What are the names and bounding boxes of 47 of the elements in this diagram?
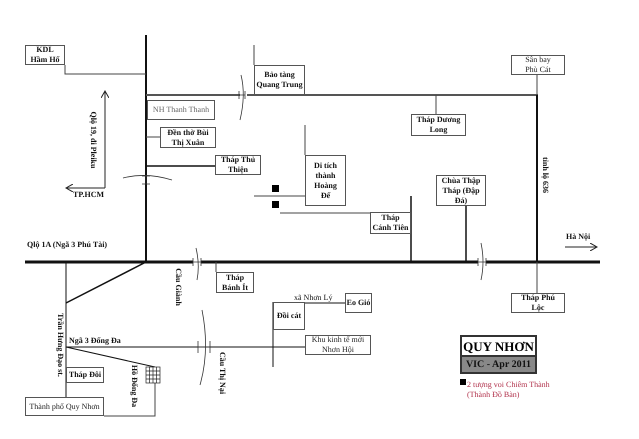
place-box: [305, 155, 346, 206]
place-box: [25, 45, 65, 65]
road-name: Qlộ 19, đi Pleiku: [88, 112, 98, 168]
place-box: [305, 335, 371, 355]
place-box: [215, 155, 261, 175]
road-name: Qlộ 1A (Ngã 3 Phú Tài): [27, 240, 108, 250]
place-name: Sân bay Phù Cát: [524, 55, 552, 75]
place-box: [25, 397, 104, 416]
bridge-name: Cầu Thị Nại: [217, 352, 227, 394]
place-box: [160, 127, 216, 148]
place-label: xã Nhơn Lý: [294, 293, 332, 303]
place-name: Eo Gió: [346, 298, 370, 308]
place-box: [411, 114, 466, 136]
place-name: Tháp Cánh Tiên: [372, 213, 408, 233]
place-box: [147, 100, 215, 120]
direction-label: Hà Nội: [566, 232, 590, 242]
place-name: Chùa Thập Tháp (Đập Đá): [440, 176, 482, 206]
place-name: NH Thanh Thanh: [152, 105, 210, 115]
place-name: Tháp Phú Lộc: [520, 293, 556, 313]
place-box: [216, 272, 254, 293]
place-box: [511, 293, 565, 313]
place-name: Tháp Đôi: [68, 370, 102, 380]
place-name: Đền thờ Bùi Thị Xuân: [166, 128, 210, 148]
date-band: VIC - Apr 2011: [460, 355, 537, 374]
place-box: [254, 65, 305, 95]
junction-label: Ngã 3 Đống Đa: [69, 336, 121, 346]
place-name: Bảo tàng Quang Trung: [256, 70, 304, 90]
place-name: Tháp Dương Long: [416, 115, 462, 135]
road-name: tỉnh lộ 636: [540, 157, 550, 193]
place-name: KDL Hầm Hố: [30, 45, 60, 65]
place-box: [273, 302, 305, 330]
place-name: Tháp Thủ Thiện: [220, 155, 256, 175]
lake-name: Hồ Đống Đa: [129, 364, 139, 408]
legend-text: 2 tượng voi Chiêm Thành (Thành Đồ Bàn): [467, 380, 551, 400]
direction-label: TP.HCM: [73, 190, 104, 200]
place-name: Thành phố Quy Nhơn: [29, 402, 100, 412]
place-box: [345, 293, 372, 313]
map-title: QUY NHƠN: [460, 335, 537, 355]
place-box: [511, 55, 565, 75]
place-name: Tháp Bánh Ít: [220, 272, 249, 292]
street-name: Trần Hưng Đạo st.: [55, 313, 65, 377]
bridge-name: Cầu Giành: [173, 268, 183, 306]
place-name: Di tích thành Hoàng Đế: [313, 160, 338, 200]
place-box: [436, 175, 486, 206]
place-name: Khu kinh tế mới Nhơn Hội: [310, 335, 366, 355]
place-box: [66, 367, 104, 383]
place-name: Đồi cát: [276, 311, 302, 321]
